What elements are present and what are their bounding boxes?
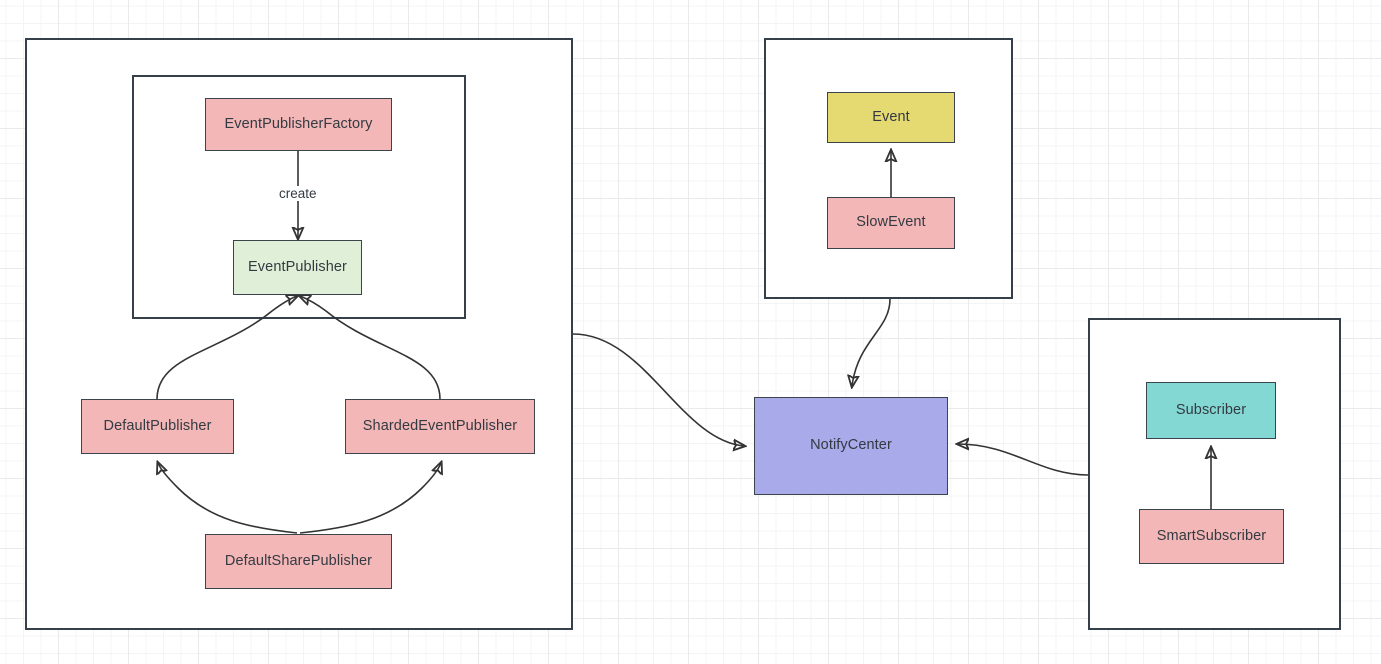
node-event-publisher[interactable]: EventPublisher xyxy=(233,240,362,295)
edge-subscriber-group-to-notify-center xyxy=(958,444,1089,476)
node-default-publisher[interactable]: DefaultPublisher xyxy=(81,399,234,454)
node-slow-event[interactable]: SlowEvent xyxy=(827,197,955,249)
node-event[interactable]: Event xyxy=(827,92,955,143)
node-notify-center[interactable]: NotifyCenter xyxy=(754,397,948,495)
node-label: DefaultPublisher xyxy=(103,417,212,434)
node-subscriber[interactable]: Subscriber xyxy=(1146,382,1276,439)
node-event-publisher-factory[interactable]: EventPublisherFactory xyxy=(205,98,392,151)
node-label: ShardedEventPublisher xyxy=(362,417,518,434)
node-smart-subscriber[interactable]: SmartSubscriber xyxy=(1139,509,1284,564)
node-label: EventPublisherFactory xyxy=(224,115,373,132)
node-label: SlowEvent xyxy=(856,214,926,231)
node-label: Subscriber xyxy=(1175,401,1247,418)
node-label: Event xyxy=(872,108,910,125)
node-label: EventPublisher xyxy=(248,258,347,275)
node-label: SmartSubscriber xyxy=(1156,527,1267,544)
event-group-container[interactable] xyxy=(764,38,1013,299)
node-label: DefaultSharePublisher xyxy=(224,552,373,569)
subscriber-group-container[interactable] xyxy=(1088,318,1341,630)
node-sharded-event-publisher[interactable]: ShardedEventPublisher xyxy=(345,399,535,454)
node-default-share-publisher[interactable]: DefaultSharePublisher xyxy=(205,534,392,589)
edge-label-create: create xyxy=(275,186,321,201)
edge-event-group-to-notify-center xyxy=(852,298,891,386)
edge-publisher-group-to-notify-center xyxy=(572,333,744,446)
node-label: NotifyCenter xyxy=(810,437,892,454)
